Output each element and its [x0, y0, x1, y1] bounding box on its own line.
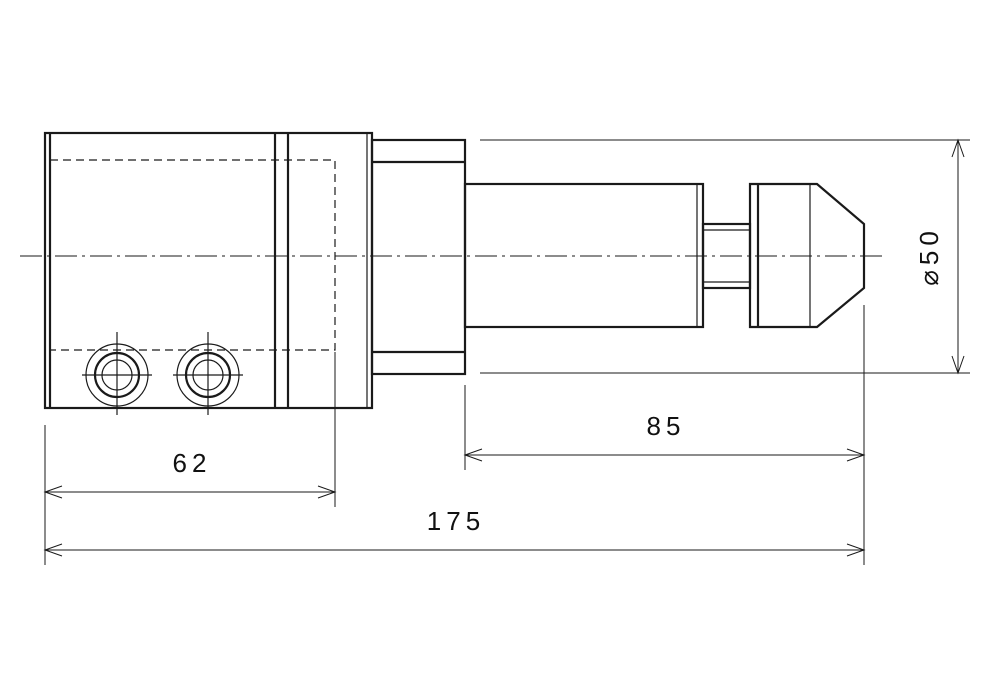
hidden-bore-lines [50, 159, 336, 351]
flange [370, 138, 467, 376]
dimension-175-label: 175 [427, 506, 485, 536]
dimension-175-line [43, 543, 866, 557]
extension-lines [44, 139, 970, 565]
dimension-85-line [463, 448, 866, 462]
clamp-screw-1 [82, 332, 152, 415]
dimension-diameter-label: ⌀50 [914, 226, 944, 286]
dimension-85-label: 85 [647, 411, 686, 441]
dimension-diameter-line [951, 138, 965, 375]
dimension-62-label: 62 [173, 448, 212, 478]
dimension-62-line [43, 485, 337, 499]
clamp-screw-2 [173, 332, 243, 415]
